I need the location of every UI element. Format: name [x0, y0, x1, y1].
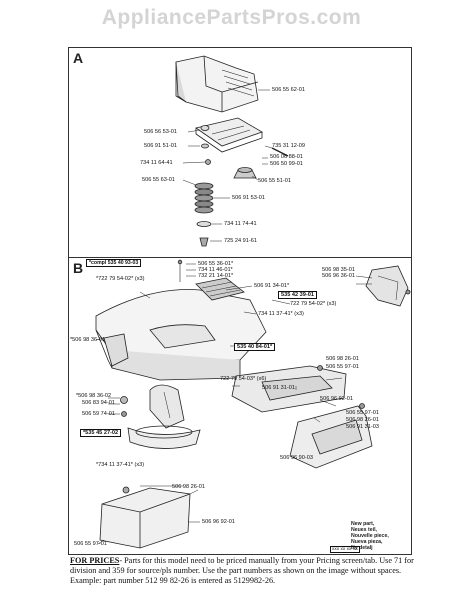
- legend-line: Ny detalj: [351, 545, 373, 551]
- part-number: 506 96 36-01: [322, 273, 355, 279]
- part-number-box: 535 42 39-01: [278, 291, 317, 299]
- part-number: 506 59 74-01: [82, 411, 115, 417]
- legend-line: Nueva pieza,: [351, 539, 383, 545]
- pricing-text: - Parts for this model need to be priced…: [70, 556, 414, 585]
- seat-spring: [194, 182, 214, 214]
- kit-number-box: *compl 535 40 93-03: [86, 259, 142, 267]
- part-number: 506 50 99-01: [270, 161, 303, 167]
- legend-code-box: xxx xx xx-xx: [330, 546, 360, 553]
- front-bracket: [149, 384, 185, 429]
- part-number: 506 96 90-03: [280, 455, 313, 461]
- part-number: 722 79 54-03* (x6): [220, 376, 267, 382]
- right-cover: [365, 265, 409, 307]
- section-divider: [68, 257, 411, 258]
- watermark-logo: AppliancePartsPros.com: [101, 6, 362, 29]
- pricing-note: FOR PRICES- Parts for this model need to…: [70, 556, 422, 586]
- part-number: 506 06 88-01: [270, 154, 303, 160]
- part-number: 506 98 26-01: [346, 417, 379, 423]
- part-number: 506 83 94-01: [82, 400, 115, 406]
- part-number: 506 55 63-01: [142, 177, 175, 183]
- part-number: 506 56 53-01: [144, 129, 177, 135]
- battery-cover: [99, 487, 191, 549]
- part-number: 506 55 36-01*: [198, 261, 234, 267]
- seat-shell: [175, 55, 259, 113]
- part-number: 506 98 26-01: [172, 484, 205, 490]
- part-number: 734 11 37-41* (x3): [258, 311, 304, 317]
- part-number: 725 24 91-61: [224, 238, 257, 244]
- part-number: 506 55 97-01: [74, 541, 107, 547]
- legend-line: Neues teil,: [351, 527, 377, 533]
- part-number: 506 91 31-03: [346, 424, 379, 430]
- part-number: 506 91 51-01: [144, 143, 177, 149]
- part-number: 506 96 92-01: [202, 519, 235, 525]
- part-number: 506 98 35-01: [322, 267, 355, 273]
- part-number: *722 79 54-02* (x3): [96, 276, 145, 282]
- part-number: 735 31 12-09: [272, 143, 305, 149]
- part-number: 734 11 46-01*: [198, 267, 233, 273]
- legend-line: New part,: [351, 521, 375, 527]
- part-number: 732 21 14-01*: [198, 273, 234, 279]
- part-number: 506 55 62-01: [272, 87, 305, 93]
- part-number: 722 79 54-02* (x3): [290, 301, 337, 307]
- part-number: 506 55 97-01: [326, 364, 359, 370]
- part-number: *506 98 36-01: [70, 337, 106, 343]
- part-number: *734 11 37-41* (x3): [96, 462, 145, 468]
- part-number: 734 11 64-41: [140, 160, 173, 166]
- part-number: 506 96 92-01: [320, 396, 353, 402]
- part-number-box: 535 40 84-01*: [234, 343, 276, 351]
- part-number: 734 11 74-41: [224, 221, 257, 227]
- part-number: *506 98 36-02: [76, 393, 112, 399]
- part-number: 506 55 51-01: [258, 178, 291, 184]
- part-number: 506 98 26-01: [326, 356, 359, 362]
- part-number: 506 91 53-01: [232, 195, 265, 201]
- part-number: 506 91 34-01*: [254, 283, 290, 289]
- pricing-heading: FOR PRICES: [70, 556, 120, 565]
- section-b-label: B: [73, 260, 84, 276]
- part-number: 506 91 31-01: [262, 385, 295, 391]
- legend-line: Nouvelle piece,: [351, 533, 389, 539]
- part-number-box: *535 45 27-02: [80, 429, 122, 437]
- diagram-frame: [68, 47, 412, 555]
- part-number: 506 55 97-01: [346, 410, 379, 416]
- section-a-label: A: [73, 50, 84, 66]
- new-part-legend: New part, Neues teil, Nouvelle piece, Nu…: [351, 521, 389, 551]
